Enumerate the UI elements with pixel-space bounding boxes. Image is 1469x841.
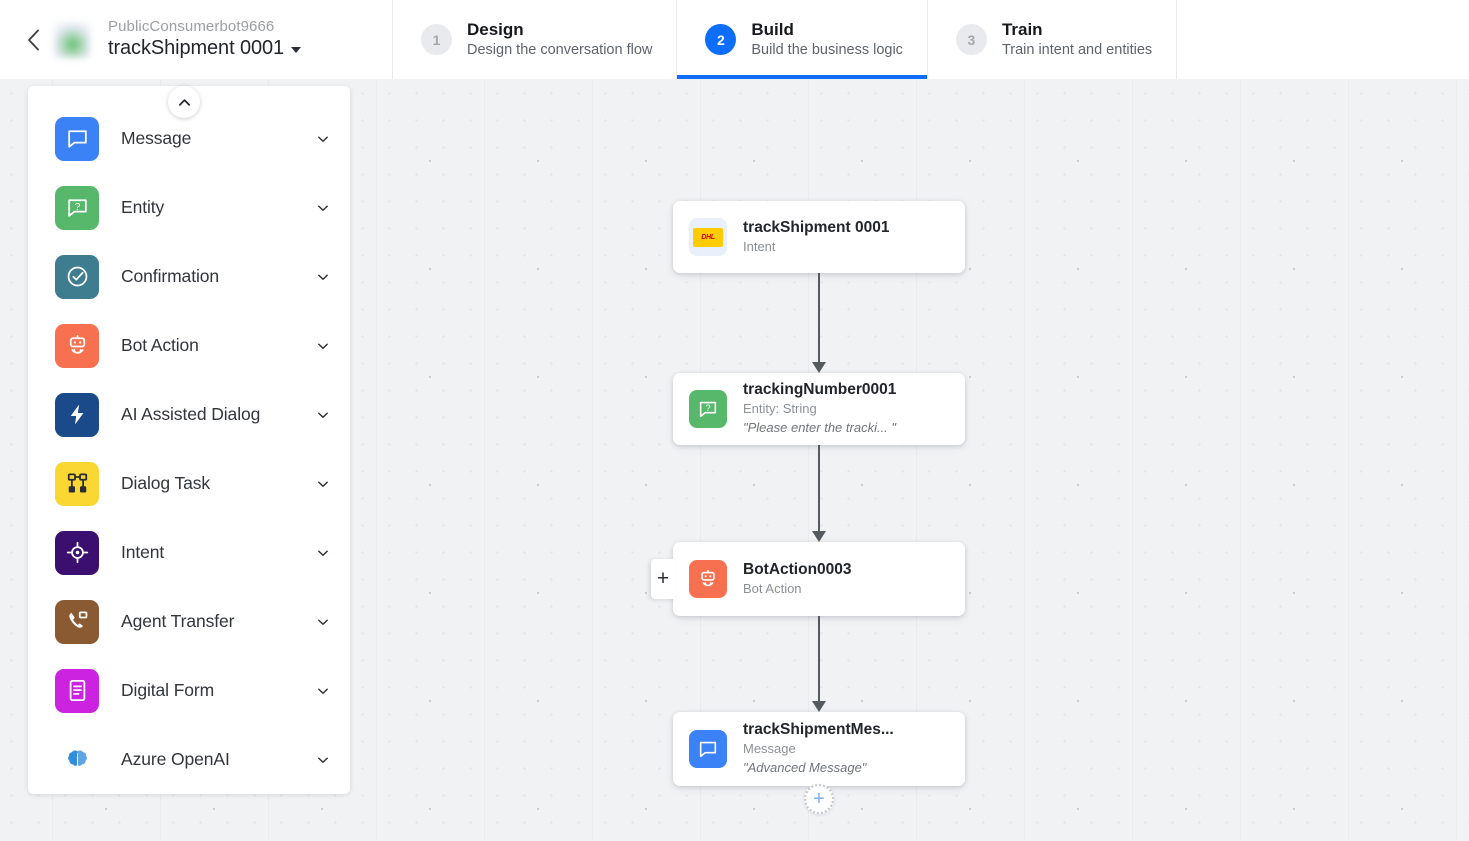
step-subtitle-train: Train intent and entities [1001,42,1153,59]
palette-item-azure-openai[interactable]: Azure OpenAI [28,725,350,794]
flow-node-title: BotAction0003 [743,560,852,578]
chevron-down-icon[interactable] [316,477,330,491]
palette-item-label: Confirmation [121,266,220,286]
tab-build[interactable]: 2 Build Build the business logic [677,0,928,79]
palette-item-label: Digital Form [121,680,215,700]
palette-item-ai-assisted-dialog[interactable]: AI Assisted Dialog [28,380,350,449]
message-bubble-icon [55,116,99,161]
chevron-down-icon[interactable] [316,132,330,146]
palette-item-entity[interactable]: ? Entity [28,173,350,242]
chevron-up-icon[interactable] [168,86,200,118]
header-names: PublicConsumerbot9666 trackShipment 0001 [108,18,302,60]
brain-icon [55,738,99,782]
palette-item-message[interactable]: Message [28,104,350,173]
robot-icon [689,560,727,598]
message-bubble-icon [689,730,727,768]
palette-item-intent[interactable]: Intent [28,518,350,587]
step-badge-1: 1 [421,24,452,55]
flow-node-prompt: "Please enter the tracki... " [743,420,897,436]
crosshair-icon [55,530,99,575]
step-subtitle-design: Design the conversation flow [467,42,653,59]
bot-name: PublicConsumerbot9666 [108,18,275,36]
flow-node-subtitle: Bot Action [743,580,802,596]
chevron-down-icon[interactable] [316,615,330,629]
entity-question-icon: ? [689,390,727,428]
avatar [54,21,90,58]
flow-node-prompt: "Advanced Message" [743,760,867,776]
lightning-bolt-icon [55,392,99,437]
chevron-down-icon[interactable] [316,339,330,353]
entity-question-icon: ? [55,185,99,230]
flow-node-4[interactable]: trackShipmentMes... Message "Advanced Mess… [673,712,965,786]
document-form-icon [55,668,99,713]
chevron-down-icon[interactable] [316,270,330,284]
phone-transfer-icon [55,599,99,644]
flow-node-title: trackingNumber0001 [743,381,897,399]
step-subtitle-build: Build the business logic [751,42,903,59]
palette-item-digital-form[interactable]: Digital Form [28,656,350,725]
check-circle-icon [55,254,99,299]
flow-arrowhead-icon [812,362,826,373]
flow-node-subtitle: Message [743,741,796,757]
palette-item-label: Bot Action [121,335,199,355]
dhl-logo-icon: DHL [689,218,727,256]
page-title: trackShipment 0001 [108,37,285,60]
flow-connector [818,616,820,703]
tab-design[interactable]: 1 Design Design the conversation flow [393,0,678,79]
step-title-build: Build [751,19,794,39]
dialog-task-icon [55,461,99,506]
flow-arrowhead-icon [812,531,826,542]
palette-item-label: Agent Transfer [121,611,235,631]
step-badge-2: 2 [705,24,737,55]
back-icon[interactable] [18,25,48,55]
svg-text:?: ? [74,202,80,213]
palette-item-label: Message [121,128,192,148]
flow-connector [818,445,820,533]
flow-node-title: trackShipment 0001 [743,218,890,236]
tab-train[interactable]: 3 Train Train intent and entities [928,0,1178,79]
flow-node-text: trackShipmentMes... Message "Advanced Mess… [743,720,894,778]
header-identity: PublicConsumerbot9666 trackShipment 0001 [0,0,393,79]
palette-item-bot-action[interactable]: Bot Action [28,311,350,380]
step-title-train: Train [1001,19,1043,39]
chevron-down-icon[interactable] [316,684,330,698]
robot-icon [55,323,99,368]
palette-item-agent-transfer[interactable]: Agent Transfer [28,587,350,656]
flow-connector [818,273,820,364]
flow-node-subtitle: Intent [743,238,776,254]
palette-item-label: AI Assisted Dialog [121,404,261,424]
flow-node-subtitle: Entity: String [743,401,817,417]
palette-item-label: Dialog Task [121,473,211,493]
step-tabs: 1 Design Design the conversation flow 2 … [393,0,1178,79]
flow-arrowhead-icon [812,701,826,712]
chevron-down-icon[interactable] [316,201,330,215]
add-branch-button[interactable]: + [651,559,675,599]
task-selector[interactable]: trackShipment 0001 [108,37,302,60]
caret-down-icon[interactable] [291,47,302,54]
palette-item-dialog-task[interactable]: Dialog Task [28,449,350,518]
chevron-down-icon[interactable] [316,408,330,422]
chevron-down-icon[interactable] [316,546,330,560]
palette-item-confirmation[interactable]: Confirmation [28,242,350,311]
step-title-design: Design [467,19,524,39]
flow-node-title: trackShipmentMes... [743,721,894,739]
step-badge-3: 3 [955,24,987,55]
palette-item-label: Intent [121,542,165,562]
svg-text:?: ? [705,403,710,413]
chevron-down-icon[interactable] [316,753,330,767]
app-header: PublicConsumerbot9666 trackShipment 0001… [0,0,1469,79]
palette-item-label: Entity [121,197,165,217]
palette-item-label: Azure OpenAI [121,749,230,769]
add-node-button[interactable]: + [804,784,834,814]
